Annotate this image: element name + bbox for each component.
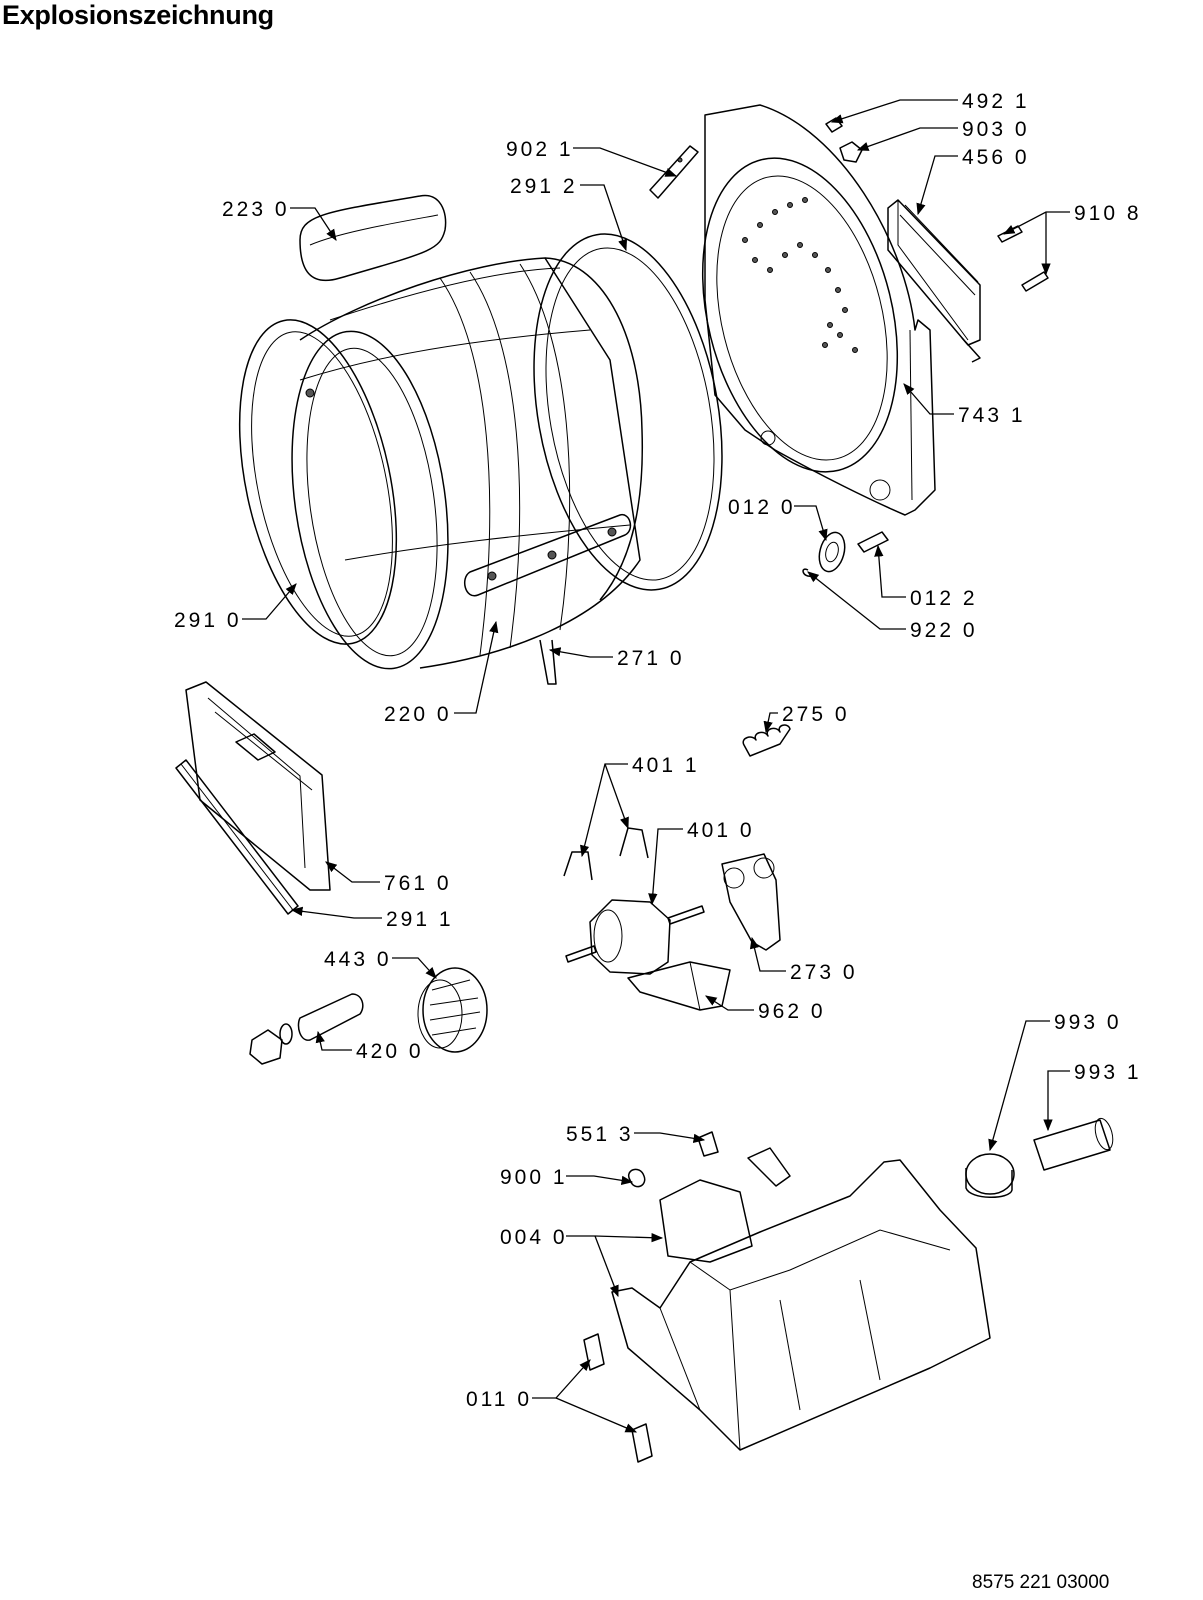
- part-shaft-nut: [249, 993, 364, 1065]
- callout-label: 910 8: [1074, 202, 1142, 225]
- part-drum: [291, 257, 644, 685]
- callout-label: 922 0: [910, 619, 978, 642]
- document-number: 8575 221 03000: [972, 1572, 1110, 1593]
- leader-lines: [242, 99, 1070, 1433]
- part-tensioner: [721, 853, 781, 951]
- callout-label: 011 0: [466, 1388, 532, 1411]
- callout-label: 492 1: [962, 90, 1030, 113]
- callout-label: 903 0: [962, 118, 1030, 141]
- callout-label: 993 0: [1054, 1011, 1122, 1034]
- part-clip-900: [627, 1168, 646, 1188]
- part-cap-993: [965, 1153, 1015, 1198]
- callout-label: 420 0: [356, 1040, 424, 1063]
- callout-label: 291 0: [174, 609, 242, 632]
- callout-label: 291 2: [510, 175, 578, 198]
- callout-label: 273 0: [790, 961, 858, 984]
- part-screws: [997, 225, 1049, 292]
- callout-label: 443 0: [324, 948, 392, 971]
- callout-label: 551 3: [566, 1123, 634, 1146]
- callout-label: 012 0: [728, 496, 796, 519]
- part-tube-993: [1033, 1117, 1114, 1171]
- callout-label: 401 1: [632, 754, 700, 777]
- part-motor-brackets: [563, 827, 649, 881]
- part-sensor-551: [697, 1131, 719, 1157]
- callout-label: 291 1: [386, 908, 454, 931]
- part-motor: [565, 899, 705, 975]
- callout-label: 275 0: [782, 703, 850, 726]
- part-fan-wheel: [417, 967, 488, 1053]
- callout-label: 401 0: [687, 819, 755, 842]
- callout-label: 761 0: [384, 872, 452, 895]
- part-base-assembly: [611, 1147, 991, 1451]
- callout-label: 902 1: [506, 138, 574, 161]
- callout-label: 004 0: [500, 1226, 568, 1249]
- callout-label: 271 0: [617, 647, 685, 670]
- part-handle: [299, 194, 447, 282]
- part-feet: [583, 1333, 653, 1463]
- page-title: Explosionszeichnung: [2, 0, 274, 30]
- part-motor-cover: [627, 961, 731, 1011]
- part-filter-seal: [175, 759, 299, 915]
- part-rear-wall: [701, 104, 936, 516]
- part-heater: [887, 199, 981, 363]
- part-axle: [857, 531, 889, 553]
- callout-label: 012 2: [910, 587, 978, 610]
- callout-label: 456 0: [962, 146, 1030, 169]
- part-bracket-902: [649, 145, 699, 199]
- callout-label: 993 1: [1074, 1061, 1142, 1084]
- callout-label: 900 1: [500, 1166, 568, 1189]
- part-seal-ring-front: [238, 319, 398, 645]
- part-clip-903: [839, 141, 863, 163]
- callout-label: 743 1: [958, 404, 1026, 427]
- callout-label: 220 0: [384, 703, 452, 726]
- callout-label: 223 0: [222, 198, 290, 221]
- part-clip-ring: [802, 568, 813, 577]
- callout-label: 962 0: [758, 1000, 826, 1023]
- part-lint-filter: [185, 681, 331, 891]
- part-pulley-wheel: [818, 531, 846, 573]
- callout-labels: 492 1 903 0 456 0 910 8 902 1 291 2 223 …: [174, 90, 1142, 1411]
- part-spring: [742, 724, 791, 757]
